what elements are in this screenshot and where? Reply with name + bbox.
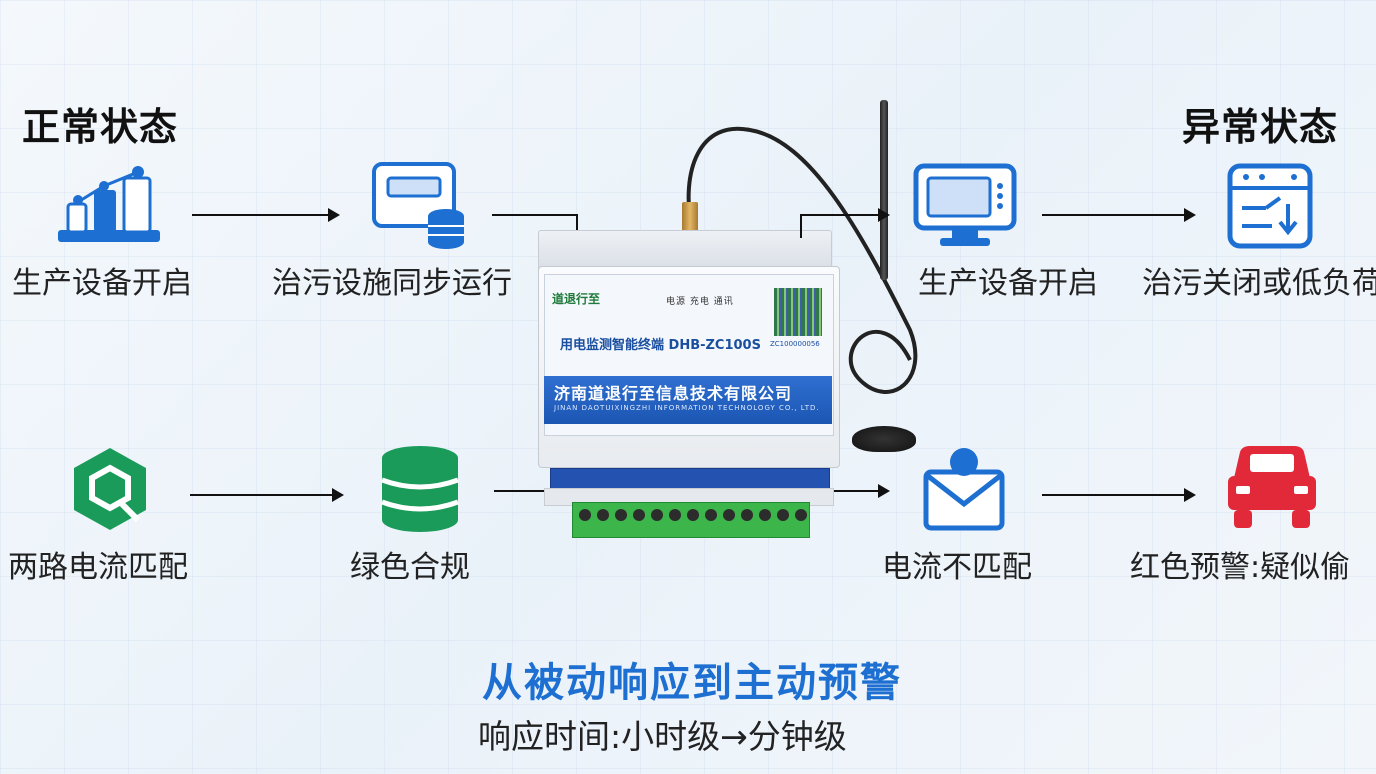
antenna-cable xyxy=(686,126,918,394)
arrow-1 xyxy=(192,208,340,222)
database-icon xyxy=(381,446,459,532)
monitoring-terminal-device: 道退行至 电源 充电 通讯 ZC100000056 用电监测智能终端 DHB-Z… xyxy=(538,202,840,540)
label-production-on-right: 生产设备开启 xyxy=(918,266,1098,301)
bottom-title: 从被动响应到主动预警 xyxy=(482,660,902,706)
device-qr-id: ZC100000056 xyxy=(770,340,820,348)
device-terminal-labels xyxy=(550,468,830,490)
device-terminal-block xyxy=(572,502,810,538)
label-two-current-match: 两路电流匹配 xyxy=(8,550,188,585)
factory-icon xyxy=(58,166,160,242)
connector-1-down xyxy=(576,214,578,238)
mail-alert-icon xyxy=(923,448,1005,531)
device-top xyxy=(538,230,832,272)
device-brand: 道退行至 xyxy=(552,292,601,306)
connector-1 xyxy=(492,214,576,216)
device-model: 用电监测智能终端 DHB-ZC100S xyxy=(560,338,761,353)
arrow-2 xyxy=(190,488,344,502)
hexagon-check-icon xyxy=(74,448,146,530)
monitor-db-icon xyxy=(372,162,464,249)
heading-normal: 正常状态 xyxy=(22,105,179,149)
label-treatment-off: 治污关闭或低负荷 xyxy=(1142,266,1376,301)
device-company: 济南道退行至信息技术有限公司 xyxy=(554,384,793,403)
label-treatment-sync: 治污设施同步运行 xyxy=(272,266,512,301)
arrow-6 xyxy=(1042,488,1196,502)
arrow-5 xyxy=(834,484,890,498)
label-production-on-left: 生产设备开启 xyxy=(12,266,192,301)
computer-monitor-icon xyxy=(913,163,1017,246)
arrow-3 xyxy=(820,208,890,222)
label-current-mismatch: 电流不匹配 xyxy=(882,550,1032,585)
connector-3-down xyxy=(800,214,802,238)
bottom-subtitle: 响应时间:小时级→分钟级 xyxy=(478,717,847,756)
red-car-icon xyxy=(1228,446,1316,528)
switch-off-icon xyxy=(1227,163,1313,249)
connector-3 xyxy=(800,214,820,216)
label-red-alert: 红色预警:疑似偷 xyxy=(1130,550,1351,585)
antenna-connector xyxy=(682,202,698,236)
connector-2 xyxy=(494,490,550,492)
device-banner xyxy=(544,376,832,424)
antenna-base xyxy=(852,426,916,452)
arrow-4 xyxy=(1042,208,1196,222)
device-leds: 电源 充电 通讯 xyxy=(666,297,734,307)
antenna-rod xyxy=(880,100,888,280)
qr-code-icon xyxy=(774,288,822,336)
device-company-en: JINAN DAOTUIXINGZHI INFORMATION TECHNOLO… xyxy=(554,404,820,412)
heading-abnormal: 异常状态 xyxy=(1182,105,1339,149)
label-green-compliance: 绿色合规 xyxy=(350,550,470,585)
